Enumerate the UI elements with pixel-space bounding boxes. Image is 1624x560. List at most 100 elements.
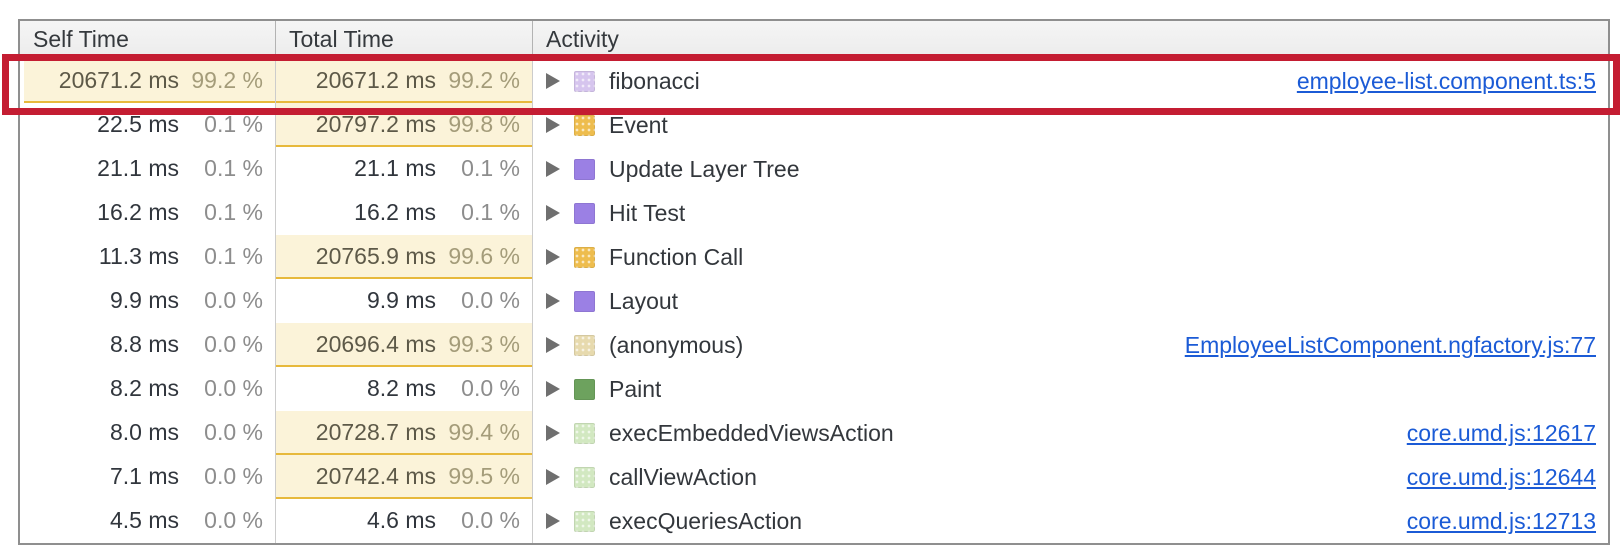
self-time-percent: 0.1 %: [204, 154, 263, 181]
self-time-percent: 0.0 %: [204, 418, 263, 445]
self-time-cell: 8.8 ms 0.0 %: [20, 323, 276, 367]
rendering-category-swatch: [574, 158, 595, 180]
self-time-cell: 16.2 ms 0.1 %: [20, 191, 276, 235]
total-time-percent: 99.2 %: [448, 66, 520, 93]
self-time-percent: 0.1 %: [204, 110, 263, 137]
self-time-value: 8.2 ms: [109, 374, 179, 401]
scripting-category-swatch: [574, 422, 595, 444]
expand-triangle-icon[interactable]: [546, 469, 560, 485]
source-location-link[interactable]: core.umd.js:12713: [1406, 507, 1596, 534]
activity-label: execEmbeddedViewsAction: [609, 419, 894, 446]
total-time-cell: 20696.4 ms 99.3 %: [276, 323, 533, 367]
activity-label: (anonymous): [609, 331, 744, 358]
expand-triangle-icon[interactable]: [546, 381, 560, 397]
table-row[interactable]: 21.1 ms 0.1 % 21.1 ms 0.1 % Update Layer…: [20, 147, 1608, 191]
total-time-percent: 99.3 %: [448, 330, 520, 357]
column-header-total-time[interactable]: Total Time: [276, 21, 533, 58]
total-time-cell: 20671.2 ms 99.2 %: [276, 59, 533, 103]
activity-cell: fibonacci employee-list.component.ts:5: [533, 59, 1608, 103]
total-time-value: 16.2 ms: [354, 198, 436, 225]
expand-triangle-icon[interactable]: [546, 205, 560, 221]
source-location-link[interactable]: employee-list.component.ts:5: [1296, 67, 1596, 94]
activity-cell: execQueriesAction core.umd.js:12713: [533, 499, 1608, 543]
scripting-category-swatch: [574, 510, 595, 532]
self-time-percent: 0.0 %: [204, 286, 263, 313]
self-time-percent: 0.0 %: [204, 462, 263, 489]
table-row[interactable]: 11.3 ms 0.1 % 20765.9 ms 99.6 % Function…: [20, 235, 1608, 279]
table-row[interactable]: 8.8 ms 0.0 % 20696.4 ms 99.3 % (anonymou…: [20, 323, 1608, 367]
activity-label: Event: [609, 111, 668, 138]
painting-category-swatch: [574, 378, 595, 400]
self-time-cell: 11.3 ms 0.1 %: [20, 235, 276, 279]
expand-triangle-icon[interactable]: [546, 425, 560, 441]
total-time-cell: 20765.9 ms 99.6 %: [276, 235, 533, 279]
total-time-value: 20797.2 ms: [315, 110, 436, 137]
self-time-percent: 99.2 %: [191, 66, 263, 93]
self-time-value: 8.8 ms: [109, 330, 179, 357]
table-row[interactable]: 9.9 ms 0.0 % 9.9 ms 0.0 % Layout: [20, 279, 1608, 323]
total-time-cell: 9.9 ms 0.0 %: [276, 279, 533, 323]
self-time-value: 4.5 ms: [109, 506, 179, 533]
total-time-percent: 0.0 %: [461, 506, 520, 533]
table-row[interactable]: 8.0 ms 0.0 % 20728.7 ms 99.4 % execEmbed…: [20, 411, 1608, 455]
table-row[interactable]: 7.1 ms 0.0 % 20742.4 ms 99.5 % callViewA…: [20, 455, 1608, 499]
expand-triangle-icon[interactable]: [546, 293, 560, 309]
table-row[interactable]: 4.5 ms 0.0 % 4.6 ms 0.0 % execQueriesAct…: [20, 499, 1608, 543]
activity-label: Hit Test: [609, 199, 686, 226]
table-row[interactable]: 16.2 ms 0.1 % 16.2 ms 0.1 % Hit Test: [20, 191, 1608, 235]
source-location-link[interactable]: EmployeeListComponent.ngfactory.js:77: [1184, 331, 1596, 358]
column-header-self-time[interactable]: Self Time: [20, 21, 276, 58]
activity-label: Update Layer Tree: [609, 155, 800, 182]
self-time-cell: 22.5 ms 0.1 %: [20, 103, 276, 147]
activity-cell: callViewAction core.umd.js:12644: [533, 455, 1608, 499]
expand-triangle-icon[interactable]: [546, 161, 560, 177]
scripting-category-swatch: [574, 466, 595, 488]
activity-label: Layout: [609, 287, 679, 314]
self-time-percent: 0.0 %: [204, 374, 263, 401]
self-time-value: 20671.2 ms: [58, 66, 179, 93]
expand-triangle-icon[interactable]: [546, 73, 560, 89]
self-time-cell: 20671.2 ms 99.2 %: [20, 59, 276, 103]
table-row[interactable]: 20671.2 ms 99.2 % 20671.2 ms 99.2 % fibo…: [20, 59, 1608, 103]
self-time-value: 9.9 ms: [109, 286, 179, 313]
activity-cell: Paint: [533, 367, 1608, 411]
table-body: 20671.2 ms 99.2 % 20671.2 ms 99.2 % fibo…: [20, 59, 1608, 543]
self-time-cell: 21.1 ms 0.1 %: [20, 147, 276, 191]
self-time-percent: 0.0 %: [204, 506, 263, 533]
table-row[interactable]: 22.5 ms 0.1 % 20797.2 ms 99.8 % Event: [20, 103, 1608, 147]
table-row[interactable]: 8.2 ms 0.0 % 8.2 ms 0.0 % Paint: [20, 367, 1608, 411]
self-time-value: 8.0 ms: [109, 418, 179, 445]
activity-cell: Hit Test: [533, 191, 1608, 235]
expand-triangle-icon[interactable]: [546, 249, 560, 265]
total-time-value: 20742.4 ms: [315, 462, 436, 489]
total-time-value: 4.6 ms: [366, 506, 436, 533]
total-time-value: 9.9 ms: [366, 286, 436, 313]
total-time-percent: 99.5 %: [448, 462, 520, 489]
expand-triangle-icon[interactable]: [546, 513, 560, 529]
activity-cell: execEmbeddedViewsAction core.umd.js:1261…: [533, 411, 1608, 455]
activity-label: Paint: [609, 375, 662, 402]
activity-label: callViewAction: [609, 463, 757, 490]
total-time-percent: 0.1 %: [461, 198, 520, 225]
column-header-activity[interactable]: Activity: [546, 26, 619, 52]
call-tree-table: Self Time Total Time Activity 20671.2 ms…: [18, 19, 1610, 545]
total-time-percent: 99.6 %: [448, 242, 520, 269]
total-time-percent: 99.8 %: [448, 110, 520, 137]
expand-triangle-icon[interactable]: [546, 117, 560, 133]
event-category-swatch: [574, 114, 595, 136]
activity-label: fibonacci: [609, 67, 700, 94]
total-time-cell: 16.2 ms 0.1 %: [276, 191, 533, 235]
self-time-cell: 9.9 ms 0.0 %: [20, 279, 276, 323]
activity-cell: Layout: [533, 279, 1608, 323]
source-location-link[interactable]: core.umd.js:12644: [1406, 463, 1596, 490]
total-time-percent: 0.0 %: [461, 374, 520, 401]
expand-triangle-icon[interactable]: [546, 337, 560, 353]
activity-cell: Function Call: [533, 235, 1608, 279]
total-time-value: 20696.4 ms: [315, 330, 436, 357]
total-time-cell: 20742.4 ms 99.5 %: [276, 455, 533, 499]
source-location-link[interactable]: core.umd.js:12617: [1406, 419, 1596, 446]
total-time-percent: 99.4 %: [448, 418, 520, 445]
self-time-value: 22.5 ms: [97, 110, 179, 137]
self-time-value: 11.3 ms: [98, 242, 179, 269]
